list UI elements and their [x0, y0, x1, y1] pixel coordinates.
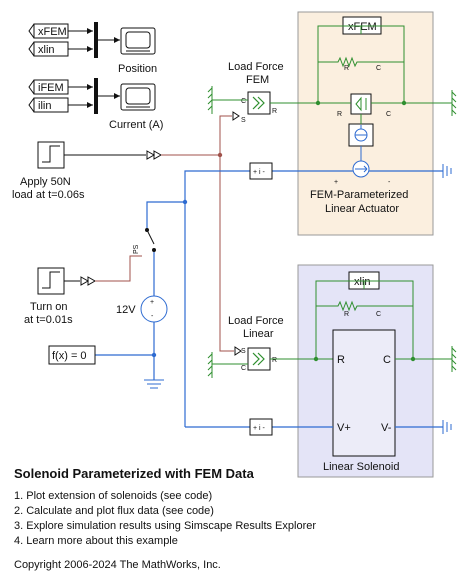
fem-mech-ground — [451, 90, 457, 116]
load-lin-label-1: Load Force — [228, 315, 284, 327]
load-force-source-fem[interactable]: C S R — [241, 91, 277, 124]
svg-text:+: + — [150, 299, 154, 306]
fem-minus-label: - — [388, 179, 391, 186]
switch-ps-label: PS — [133, 244, 140, 254]
ps-converter-turnon[interactable] — [80, 276, 97, 286]
caption-item-learn-more[interactable]: 4. Learn more about this example — [14, 535, 178, 547]
current-sensor-fem[interactable]: + i - — [249, 162, 273, 180]
switch-block[interactable] — [145, 228, 156, 252]
scope-position[interactable] — [120, 27, 156, 55]
ps-converter-load[interactable] — [146, 150, 163, 160]
fem-box-label-1: FEM-Parameterized — [310, 189, 408, 201]
from-block-xfem[interactable]: xFEM — [28, 23, 69, 39]
voltage-label: 12V — [116, 304, 136, 316]
ps-arrow-fem — [232, 111, 240, 121]
current-sensor-lin[interactable]: + i - — [249, 418, 273, 436]
junction-supply — [182, 199, 188, 205]
svg-text:xlin: xlin — [38, 44, 55, 56]
svg-text:f(x) = 0: f(x) = 0 — [52, 350, 87, 362]
caption-item-results-explorer[interactable]: 3. Explore simulation results using Sims… — [14, 520, 317, 532]
step-load-label-2: load at t=0.06s — [12, 189, 85, 201]
junction-ground — [151, 352, 157, 358]
from-block-ilin[interactable]: ilin — [28, 97, 69, 113]
load-force-source-linear[interactable]: S C R — [241, 347, 277, 372]
mux-current[interactable] — [94, 78, 98, 114]
svg-text:S: S — [241, 348, 246, 355]
fem-motion-sensor — [317, 25, 405, 103]
load-lin-label-2: Linear — [243, 328, 274, 340]
svg-text:xFEM: xFEM — [38, 26, 67, 38]
elec-ground-lin — [442, 420, 452, 434]
caption-list: 1. Plot extension of solenoids (see code… — [14, 489, 454, 549]
linear-solenoid-block[interactable]: R C V+ V- — [332, 329, 396, 457]
step-turnon-label-1: Turn on — [30, 301, 68, 313]
elec-ground-fem — [442, 164, 452, 178]
svg-text:S: S — [241, 117, 246, 124]
step-turnon-label-2: at t=0.01s — [24, 314, 73, 326]
step-load-label-1: Apply 50N — [20, 176, 71, 188]
ps-arrow-lin — [234, 346, 242, 356]
fem-source-ground-ref — [207, 86, 248, 114]
scope-position-label: Position — [118, 63, 157, 75]
solver-config-block[interactable]: f(x) = 0 — [48, 345, 96, 365]
lin-box-label: Linear Solenoid — [323, 461, 399, 473]
dc-voltage-source[interactable]: + - — [140, 295, 168, 323]
svg-text:ilin: ilin — [38, 100, 51, 112]
scope-current-label: Current (A) — [109, 119, 163, 131]
step-block-load[interactable] — [37, 141, 65, 169]
fem-flux-icon — [348, 123, 374, 147]
step-block-turnon[interactable] — [37, 267, 65, 295]
electrical-ground — [144, 379, 164, 389]
load-fem-label-2: FEM — [246, 74, 269, 86]
model-title: Solenoid Parameterized with FEM Data — [14, 466, 254, 481]
from-block-ifem[interactable]: iFEM — [28, 79, 69, 95]
svg-text:iFEM: iFEM — [38, 82, 64, 94]
caption: Solenoid Parameterized with FEM Data 1. … — [14, 466, 454, 571]
svg-text:R: R — [337, 354, 345, 366]
svg-text:R: R — [337, 111, 342, 118]
fem-sensor-port-c: C — [376, 65, 381, 72]
svg-text:+ i -: + i - — [253, 169, 266, 176]
scope-current[interactable] — [120, 83, 156, 111]
svg-text:R: R — [272, 357, 277, 364]
junction-load-signal — [217, 152, 223, 158]
svg-text:V-: V- — [381, 422, 392, 434]
svg-text:-: - — [151, 313, 154, 320]
fem-sensor-port-r: R — [344, 65, 349, 72]
fem-actuator-block[interactable]: R C — [326, 93, 404, 118]
svg-text:C: C — [241, 98, 246, 105]
caption-item-flux-data[interactable]: 2. Calculate and plot flux data (see cod… — [14, 505, 214, 517]
lin-sensor-port-r: R — [344, 311, 349, 318]
fem-plus-label: + — [334, 179, 338, 186]
from-block-xlin[interactable]: xlin — [28, 41, 69, 57]
svg-text:C: C — [386, 111, 391, 118]
svg-text:+ i -: + i - — [253, 425, 266, 432]
svg-text:V+: V+ — [337, 422, 351, 434]
copyright: Copyright 2006-2024 The MathWorks, Inc. — [14, 559, 221, 571]
svg-text:xlin: xlin — [354, 276, 371, 288]
load-fem-label-1: Load Force — [228, 61, 284, 73]
caption-item-plot-extension[interactable]: 1. Plot extension of solenoids (see code… — [14, 490, 213, 502]
svg-text:xFEM: xFEM — [348, 21, 377, 33]
lin-motion-sensor — [315, 280, 414, 359]
lin-source-ground-ref — [207, 352, 248, 378]
svg-text:R: R — [272, 108, 277, 115]
svg-text:C: C — [241, 365, 246, 372]
physical-signal-lines — [95, 115, 234, 352]
fem-junction-r — [315, 100, 321, 106]
fem-box-label-2: Linear Actuator — [325, 203, 399, 215]
lin-junction-r — [313, 356, 319, 362]
fem-current-source-coil[interactable] — [352, 160, 370, 178]
lin-sensor-port-c: C — [376, 311, 381, 318]
svg-text:C: C — [383, 354, 391, 366]
electrical-wires — [95, 170, 443, 428]
lin-mech-ground — [451, 346, 457, 372]
mux-position[interactable] — [94, 22, 98, 58]
